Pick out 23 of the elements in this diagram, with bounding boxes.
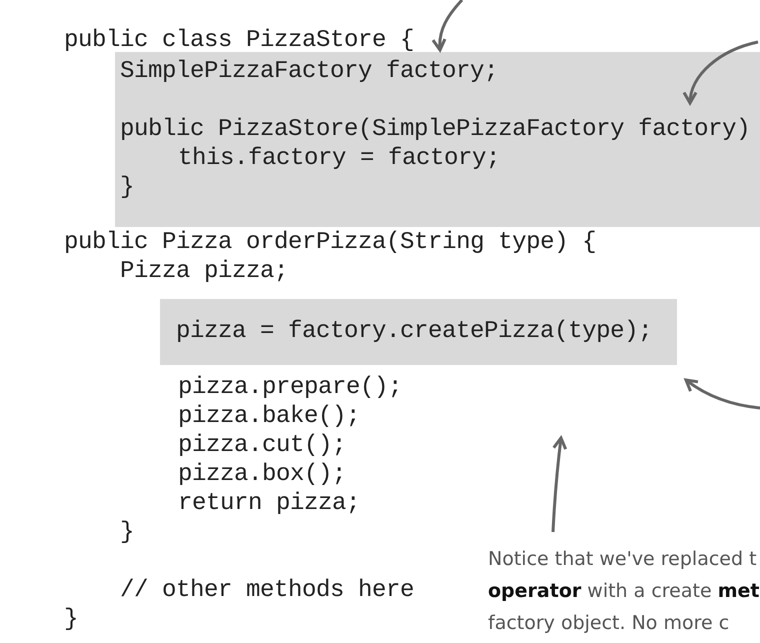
code-line: }: [120, 173, 134, 202]
code-line: public Pizza orderPizza(String type) {: [64, 228, 596, 257]
code-line: }: [64, 605, 78, 634]
code-line: return pizza;: [178, 489, 360, 518]
code-line: // other methods here: [120, 576, 414, 605]
code-line: Pizza pizza;: [120, 257, 288, 286]
arrow: [683, 40, 758, 104]
code-line: }: [120, 518, 134, 547]
code-line: pizza = factory.createPizza(type);: [176, 317, 652, 346]
highlight-band: [160, 299, 677, 365]
code-line: pizza.box();: [178, 460, 346, 489]
code-line: this.factory = factory;: [178, 144, 500, 173]
code-line: pizza.prepare();: [178, 373, 402, 402]
code-line: public PizzaStore(SimplePizzaFactory factory): [120, 115, 750, 144]
highlight-band: [115, 52, 760, 227]
arrow: [432, 0, 464, 52]
code-line: public class PizzaStore {: [64, 26, 414, 55]
arrow: [552, 436, 568, 532]
code-line: SimplePizzaFactory factory;: [120, 57, 498, 86]
code-line: pizza.bake();: [178, 402, 360, 431]
arrow: [684, 378, 760, 410]
code-line: pizza.cut();: [178, 431, 346, 460]
handwritten-note: Notice that we've replaced t operator with a create met factory object. No more c: [488, 543, 760, 639]
